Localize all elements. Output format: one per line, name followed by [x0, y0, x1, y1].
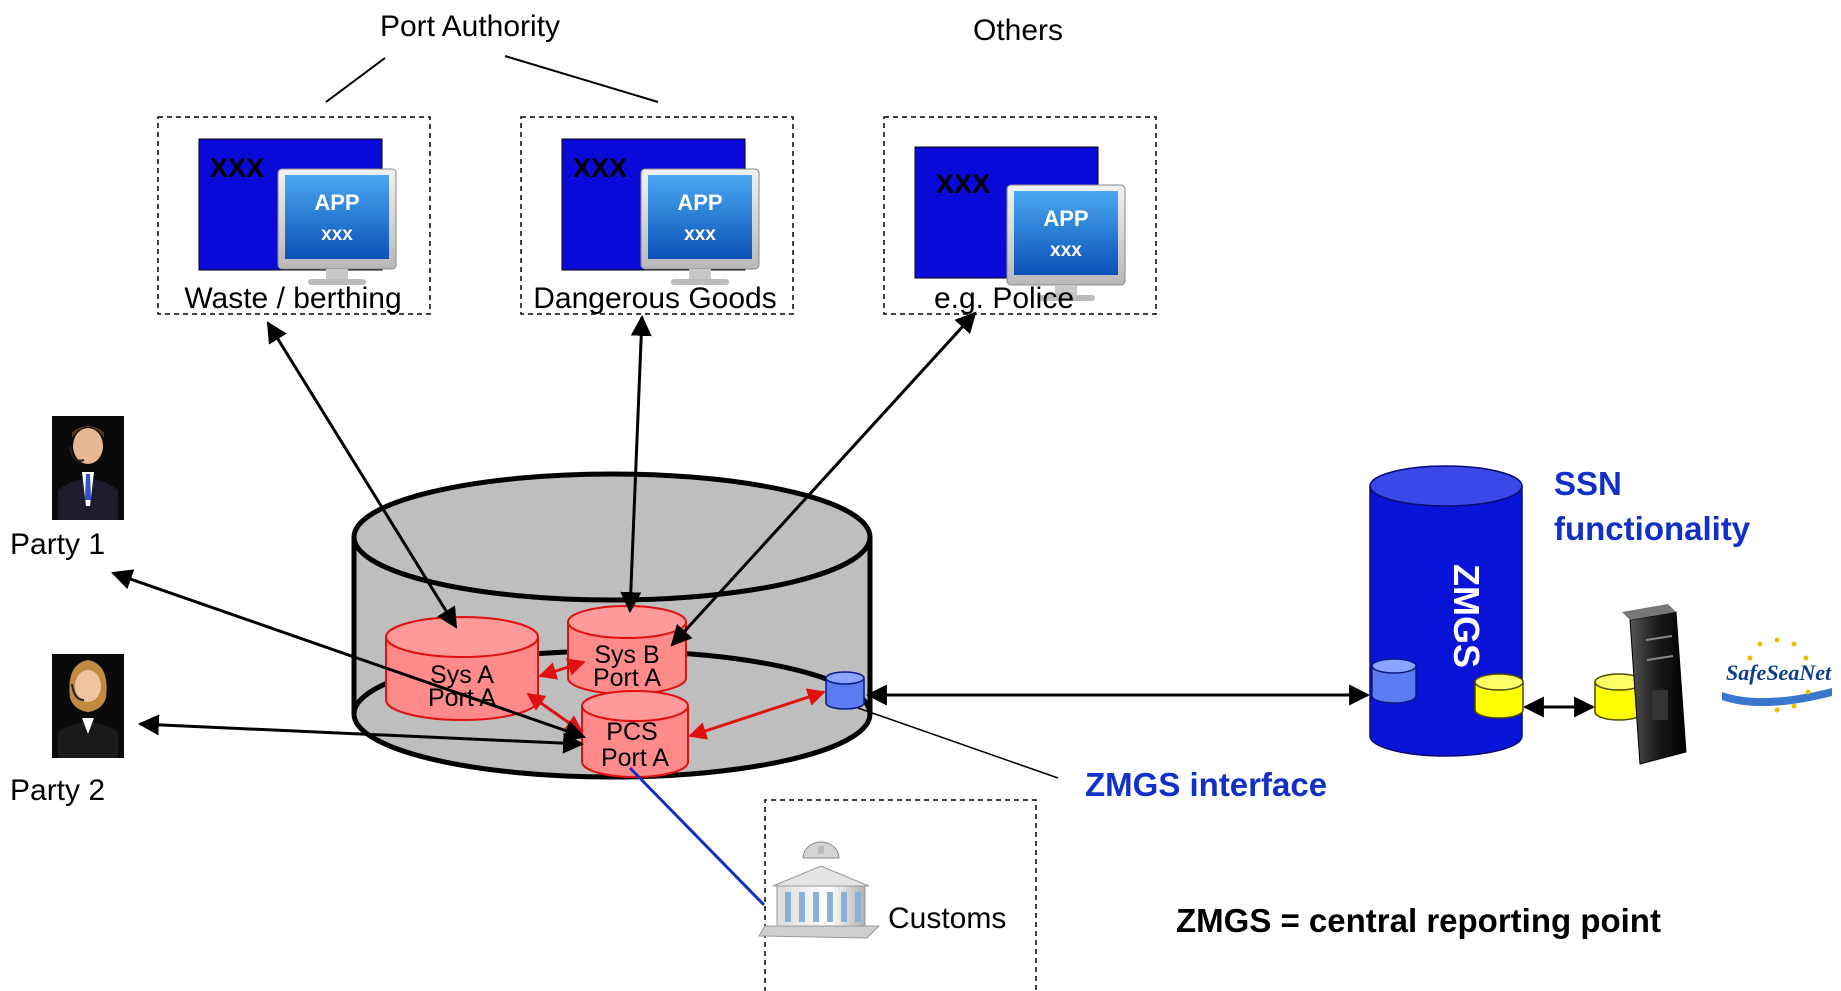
app-monitor-icon [1006, 184, 1126, 301]
screen-police: XXX APP xxx e.g. Police [883, 116, 1157, 315]
female-operator-icon [52, 654, 124, 758]
party-1-to-pcs-arrow [111, 569, 586, 741]
app-subtitle: xxx [321, 224, 353, 245]
app-title: APP [314, 190, 359, 215]
pcs-customs-link [628, 766, 766, 907]
sys-a-database: Sys A Port A [385, 616, 539, 721]
party-1-label: Party 1 [10, 528, 105, 561]
port-authority-connector-right [504, 55, 659, 103]
legacy-label: XXX [936, 169, 990, 199]
safeseanet-logo-text: SafeSeaNet [1726, 660, 1832, 685]
app-title: APP [677, 190, 722, 215]
customs-label: Customs [888, 902, 1006, 935]
safeseanet-logo: SafeSeaNet [1722, 637, 1832, 713]
male-operator-icon [52, 416, 124, 520]
sys-b-port-label: Port A [593, 664, 661, 692]
screen-frame [157, 116, 431, 315]
sys-a-port-label: Port A [428, 684, 496, 712]
app-monitor-icon [640, 168, 760, 285]
party-2-to-pcs-arrow [137, 714, 585, 754]
police-to-sys-b-arrow [670, 311, 977, 647]
port-authority-header: Port Authority [380, 10, 560, 43]
screen-dangerous-goods: XXX APP xxx Dangerous Goods [520, 116, 794, 315]
zmgs-interface-database [825, 671, 865, 710]
pcs-interface-link [688, 688, 826, 740]
zmgs-blue-store [1371, 658, 1417, 704]
pcs-label: PCS [606, 718, 657, 746]
zmgs-interface-label: ZMGS interface [1085, 766, 1327, 803]
screen-frame [520, 116, 794, 315]
pcs-database: PCS Port A [581, 690, 689, 778]
app-title: APP [1043, 206, 1088, 231]
screen-caption: Dangerous Goods [533, 282, 777, 315]
sys-b-label: Sys B [594, 641, 659, 669]
zmgs-label: ZMGS [1446, 564, 1487, 668]
customs-frame [764, 799, 1037, 991]
ssn-yellow-store [1594, 673, 1644, 721]
zmgs-central-reporting-note: ZMGS = central reporting point [1176, 902, 1661, 939]
zmgs-yellow-store [1474, 673, 1524, 719]
screen-caption: Waste / berthing [184, 282, 401, 315]
server-icon [1622, 604, 1687, 765]
screen-caption: e.g. Police [934, 282, 1074, 315]
pcs-port-label: Port A [601, 744, 669, 772]
screen-waste-berthing: XXX APP xxx Waste / berthing [157, 116, 431, 315]
sys-b-database: Sys B Port A [567, 605, 687, 695]
screen-frame [883, 116, 1157, 315]
app-monitor-icon [277, 168, 397, 285]
zmgs-interface-pointer [857, 707, 1059, 779]
ssn-label: SSN [1554, 465, 1622, 502]
legacy-label: XXX [210, 153, 264, 183]
others-header: Others [973, 14, 1063, 47]
legacy-label: XXX [573, 153, 627, 183]
ssn-functionality-label: functionality [1554, 510, 1751, 547]
government-building-icon [758, 841, 881, 939]
party-2-label: Party 2 [10, 774, 105, 807]
app-subtitle: xxx [684, 224, 716, 245]
dangerous-goods-to-sys-b-arrow [620, 314, 652, 614]
app-subtitle: xxx [1050, 240, 1082, 261]
port-authority-connector-left [325, 57, 386, 103]
